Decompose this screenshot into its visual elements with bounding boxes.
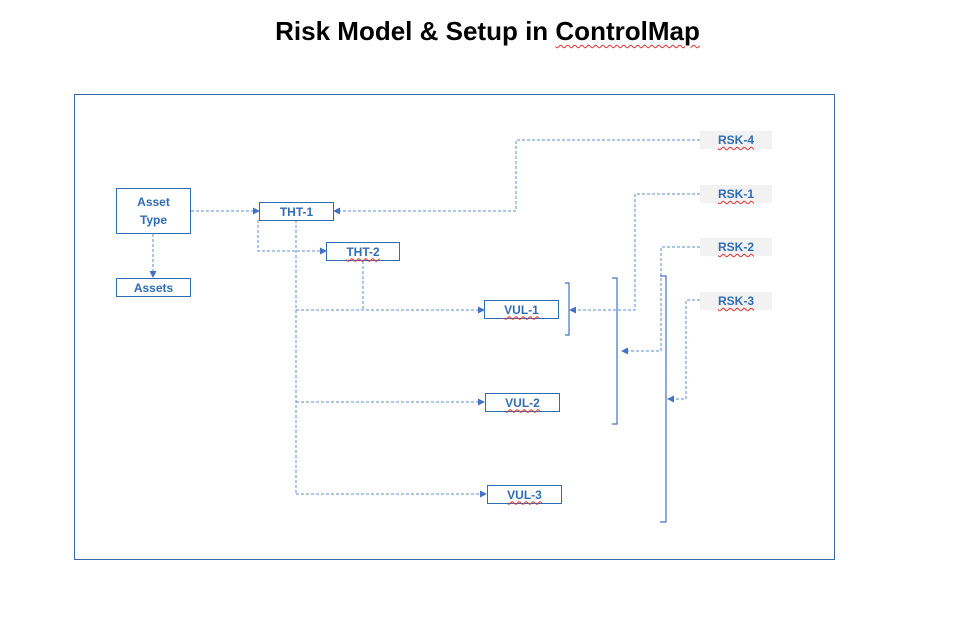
title-brand: ControlMap — [555, 16, 700, 46]
link-tht1-tht2 — [257, 220, 327, 255]
title-prefix: Risk Model & Setup in — [275, 16, 556, 46]
rsk2-label: RSK-2 — [717, 240, 754, 254]
tht2-box: THT-2 — [326, 242, 400, 261]
asset-type-label: Asset Type — [137, 195, 170, 227]
vul3-label: VUL-3 — [507, 487, 542, 502]
tht1-label: THT-1 — [279, 204, 314, 219]
vul2-box: VUL-2 — [485, 393, 560, 412]
link-rsk1-vul1 — [569, 193, 700, 314]
diagram-frame — [74, 94, 835, 560]
bracket-vul1-vul3 — [660, 275, 667, 523]
link-rsk3-bracket — [667, 299, 700, 403]
rsk1-label: RSK-1 — [717, 187, 754, 201]
rsk4-box: RSK-4 — [700, 131, 772, 149]
rsk2-box: RSK-2 — [700, 238, 772, 256]
rsk3-label: RSK-3 — [717, 294, 754, 308]
link-rsk2-bracket — [621, 246, 700, 355]
page-title: Risk Model & Setup in ControlMap — [0, 16, 975, 47]
vul3-box: VUL-3 — [487, 485, 562, 504]
rsk3-box: RSK-3 — [700, 292, 772, 310]
bracket-vul1-vul2 — [612, 277, 618, 425]
asset-type-box: Asset Type — [116, 188, 191, 234]
rsk1-box: RSK-1 — [700, 185, 772, 203]
rsk4-label: RSK-4 — [717, 133, 754, 147]
tht2-label: THT-2 — [346, 244, 380, 259]
assets-box: Assets — [116, 278, 191, 297]
assets-label: Assets — [133, 280, 174, 295]
link-rsk4-tht1 — [333, 139, 700, 215]
vul1-label: VUL-1 — [504, 302, 539, 317]
vul1-box: VUL-1 — [484, 300, 559, 319]
vul2-label: VUL-2 — [505, 395, 540, 410]
bracket-vul1 — [565, 282, 570, 336]
tht1-box: THT-1 — [259, 202, 334, 221]
